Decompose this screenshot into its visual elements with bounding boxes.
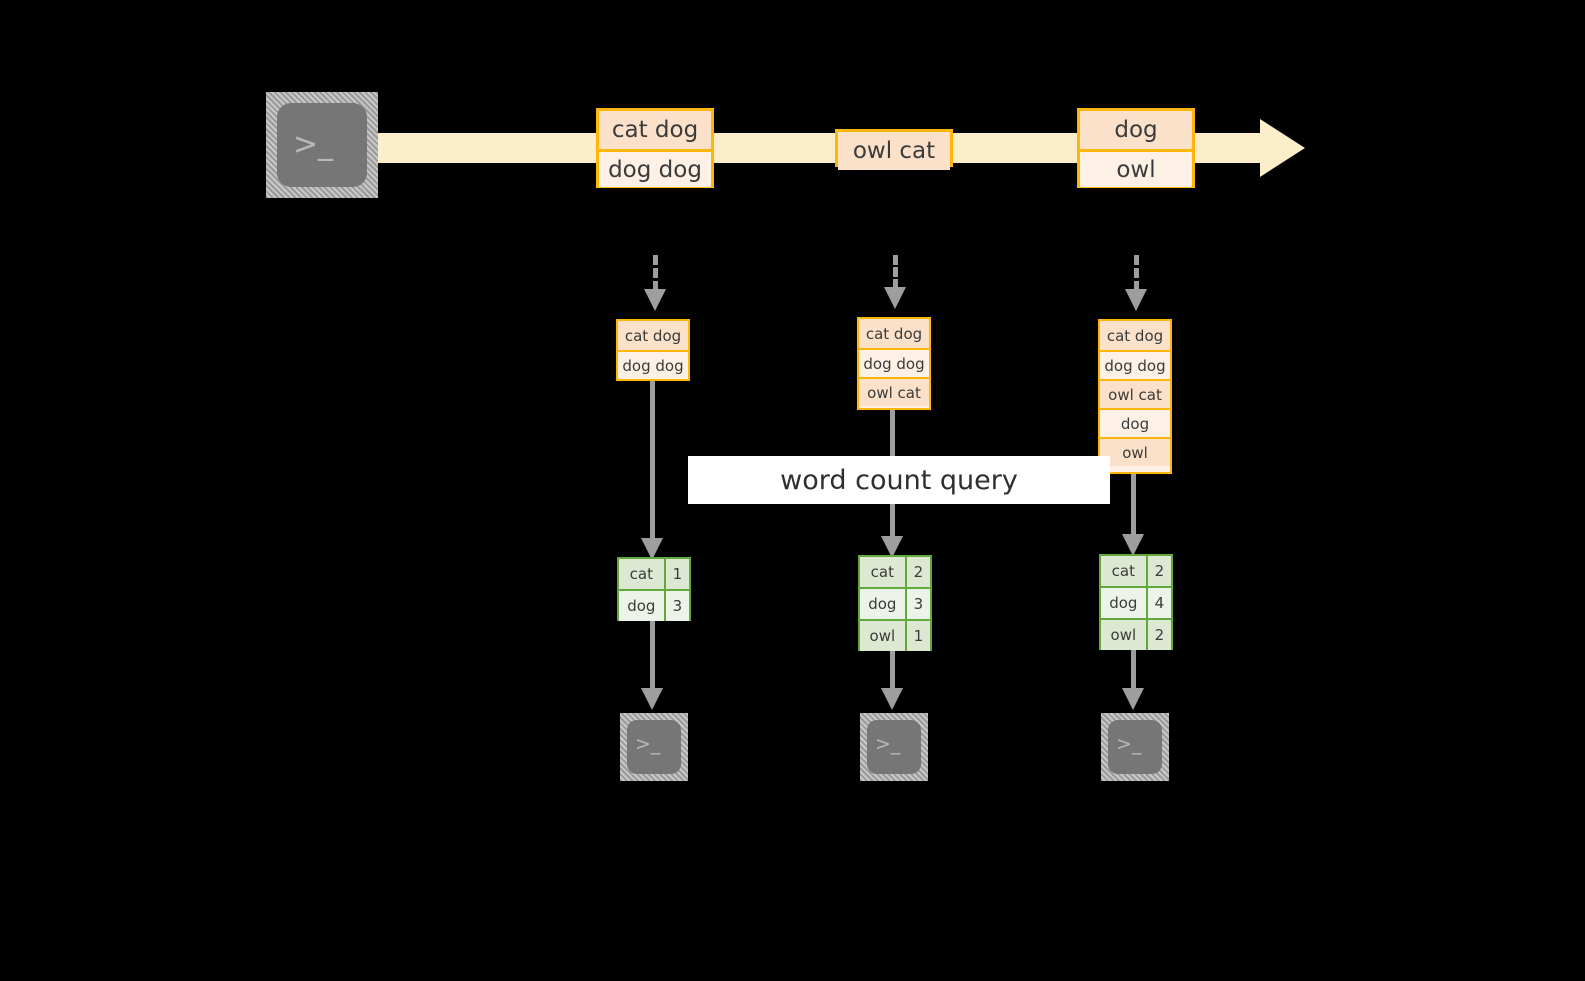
accumulated-line: owl cat xyxy=(859,377,929,406)
accumulated-line: dog dog xyxy=(859,348,929,377)
result-row: owl 1 xyxy=(860,619,930,651)
snapshot-tap-line-2 xyxy=(893,255,898,289)
result-row: cat 2 xyxy=(860,557,930,587)
accumulated-line: cat dog xyxy=(1100,321,1170,350)
accumulated-line: cat dog xyxy=(859,319,929,348)
snapshot-tap-arrowhead-3 xyxy=(1125,289,1147,311)
result-word: cat xyxy=(1101,556,1146,586)
accumulated-line: dog xyxy=(1100,408,1170,437)
result-count: 2 xyxy=(1145,556,1171,586)
accumulated-line: owl cat xyxy=(1100,379,1170,408)
source-terminal-icon[interactable]: >_ xyxy=(266,92,378,198)
accumulated-messages-3: cat dog dog dog owl cat dog owl xyxy=(1098,319,1172,474)
word-count-result-3: cat 2 dog 4 owl 2 xyxy=(1099,554,1173,650)
sink-terminal-icon-3[interactable]: >_ xyxy=(1101,713,1169,781)
result-row: owl 2 xyxy=(1101,618,1171,650)
result-word: dog xyxy=(860,589,905,619)
query-flow-arrowhead-1 xyxy=(641,538,663,560)
terminal-prompt-glyph: >_ xyxy=(293,127,334,162)
snapshot-tap-line-1 xyxy=(653,255,658,291)
terminal-body xyxy=(1108,720,1162,774)
query-label: word count query xyxy=(780,464,1018,496)
accumulated-line: dog dog xyxy=(1100,350,1170,379)
result-word: owl xyxy=(860,621,905,651)
accumulated-line: dog dog xyxy=(618,350,688,379)
result-count: 1 xyxy=(663,559,689,589)
result-count: 1 xyxy=(904,621,930,651)
stream-message-3: dog owl xyxy=(1077,108,1195,188)
query-flow-arrowhead-3 xyxy=(1122,534,1144,556)
result-row: cat 1 xyxy=(619,559,689,589)
result-row: dog 3 xyxy=(619,589,689,621)
query-flow-line-1 xyxy=(650,381,655,545)
query-flow-line-3 xyxy=(1131,474,1136,543)
query-label-band: word count query xyxy=(688,456,1110,504)
result-row: cat 2 xyxy=(1101,556,1171,586)
result-row: dog 4 xyxy=(1101,586,1171,618)
stream-message-1: cat dog dog dog xyxy=(596,108,714,188)
terminal-prompt-glyph: >_ xyxy=(875,733,901,755)
word-count-result-2: cat 2 dog 3 owl 1 xyxy=(858,555,932,651)
snapshot-tap-line-3 xyxy=(1134,255,1139,291)
result-count: 3 xyxy=(904,589,930,619)
accumulated-messages-2: cat dog dog dog owl cat xyxy=(857,317,931,410)
result-word: cat xyxy=(860,557,905,587)
snapshot-tap-arrowhead-1 xyxy=(644,289,666,311)
accumulated-line: cat dog xyxy=(618,321,688,350)
sink-flow-arrowhead-3 xyxy=(1122,688,1144,710)
message-line: cat dog xyxy=(599,111,711,149)
terminal-prompt-glyph: >_ xyxy=(1116,733,1142,755)
terminal-prompt-glyph: >_ xyxy=(635,733,661,755)
terminal-body xyxy=(277,103,367,187)
result-count: 3 xyxy=(663,591,689,621)
terminal-body xyxy=(627,720,681,774)
result-word: dog xyxy=(1101,588,1146,618)
sink-flow-arrowhead-2 xyxy=(881,688,903,710)
sink-terminal-icon-1[interactable]: >_ xyxy=(620,713,688,781)
accumulated-messages-1: cat dog dog dog xyxy=(616,319,690,381)
result-word: cat xyxy=(619,559,664,589)
stream-arrowhead xyxy=(1260,119,1305,177)
result-count: 4 xyxy=(1145,588,1171,618)
sink-flow-line-1 xyxy=(650,621,655,693)
snapshot-tap-arrowhead-2 xyxy=(884,287,906,309)
result-count: 2 xyxy=(904,557,930,587)
message-line: owl xyxy=(1080,149,1192,187)
query-flow-arrowhead-2 xyxy=(881,536,903,558)
message-line: dog xyxy=(1080,111,1192,149)
message-line: dog dog xyxy=(599,149,711,187)
terminal-body xyxy=(867,720,921,774)
result-count: 2 xyxy=(1145,620,1171,650)
stream-message-2: owl cat xyxy=(835,129,953,170)
result-word: owl xyxy=(1101,620,1146,650)
accumulated-line: owl xyxy=(1100,437,1170,466)
result-row: dog 3 xyxy=(860,587,930,619)
sink-flow-line-2 xyxy=(890,651,895,693)
sink-flow-arrowhead-1 xyxy=(641,688,663,710)
sink-flow-line-3 xyxy=(1131,650,1136,693)
message-line: owl cat xyxy=(838,132,950,170)
sink-terminal-icon-2[interactable]: >_ xyxy=(860,713,928,781)
result-word: dog xyxy=(619,591,664,621)
word-count-result-1: cat 1 dog 3 xyxy=(617,557,691,621)
